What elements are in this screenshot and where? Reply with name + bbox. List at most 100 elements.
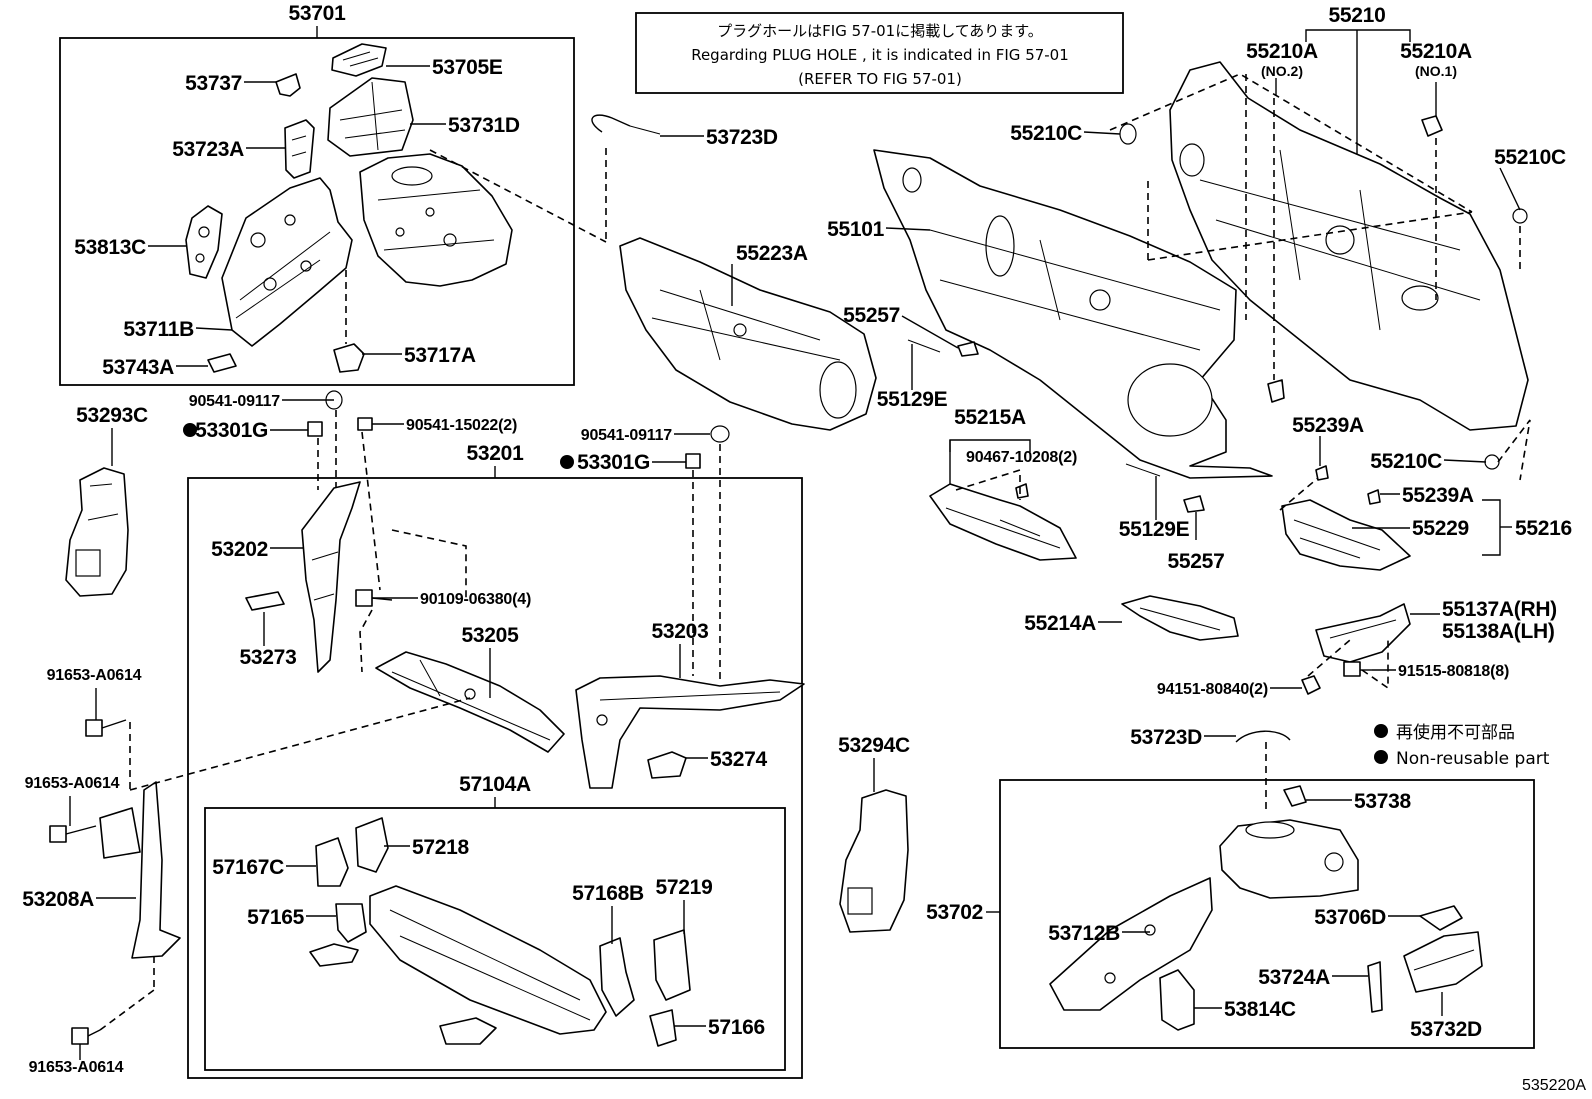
- notice-line-en: Regarding PLUG HOLE , it is indicated in…: [691, 46, 1069, 64]
- label-55210C-a: 55210C: [1010, 122, 1082, 145]
- label-55137A: 55137A(RH): [1442, 598, 1557, 621]
- part-53205-shape: [375, 651, 565, 753]
- part-55216-shape: [1281, 499, 1411, 571]
- part-57166-shape: [649, 1009, 677, 1047]
- part-53712B-shape: [1049, 877, 1213, 1011]
- group-label-53702: 53702: [926, 901, 983, 924]
- label-53705E: 53705E: [432, 56, 503, 79]
- label-90541-09117-a: 90541-09117: [189, 393, 281, 410]
- part-55257-a-shape: [957, 341, 979, 357]
- part-91653-c-bolt: [71, 1027, 101, 1045]
- label-90109: 90109-06380(4): [420, 591, 531, 608]
- part-53711B-shape: [221, 177, 353, 347]
- part-53723A-shape: [284, 119, 315, 179]
- label-91653-b: 91653-A0614: [25, 775, 120, 792]
- part-94151-nut: [1301, 675, 1321, 695]
- label-53723D-top: 53723D: [706, 126, 778, 149]
- label-55239A-a: 55239A: [1292, 414, 1364, 437]
- label-91653-c: 91653-A0614: [29, 1059, 124, 1076]
- label-57165: 57165: [247, 906, 305, 929]
- part-55214A-shape: [1121, 595, 1239, 641]
- part-55210C-a-shape: [1119, 123, 1137, 145]
- label-55257-a: 55257: [843, 304, 900, 327]
- part-53293C-shape: [65, 467, 129, 597]
- part-53738-shape: [1283, 785, 1307, 807]
- label-53814C: 53814C: [1224, 998, 1296, 1021]
- part-53717A-shape: [333, 343, 365, 373]
- label-91653-a: 91653-A0614: [47, 667, 142, 684]
- part-55215A-shape: [929, 483, 1077, 561]
- group-label-53201: 53201: [467, 442, 525, 465]
- label-53706D: 53706D: [1314, 906, 1386, 929]
- part-57218-shape: [355, 817, 389, 873]
- label-55129E-a: 55129E: [877, 388, 948, 411]
- label-53724A: 53724A: [1258, 966, 1330, 989]
- part-53706D-shape: [1419, 905, 1463, 931]
- label-57168B: 57168B: [572, 882, 644, 905]
- notice-line-jp: プラグホールはFIG 57-01に掲載してあります。: [717, 22, 1043, 40]
- part-55129E-b-shape: [1125, 463, 1161, 477]
- label-57166: 57166: [708, 1016, 765, 1039]
- group-bracket-55215A: 55215A: [949, 406, 1031, 490]
- part-55239A-clips: [1315, 465, 1381, 505]
- label-90541-09117-b: 90541-09117: [581, 427, 673, 444]
- label-53301G-b: 53301G: [577, 451, 650, 474]
- part-53813C-shape: [185, 205, 223, 279]
- part-55137A-shape: [1315, 603, 1411, 663]
- part-53274-shape: [647, 751, 687, 779]
- label-53203: 53203: [652, 620, 709, 643]
- label-53743A: 53743A: [102, 356, 174, 379]
- part-53732D-shape: [1403, 931, 1483, 993]
- label-55214A: 55214A: [1024, 612, 1096, 635]
- label-53723D-b: 53723D: [1130, 726, 1202, 749]
- label-57219: 57219: [656, 876, 713, 899]
- label-53293C: 53293C: [76, 404, 148, 427]
- label-53712B: 53712B: [1048, 922, 1120, 945]
- label-53208A: 53208A: [22, 888, 94, 911]
- label-55138A: 55138A(LH): [1442, 620, 1555, 643]
- label-55129E-b: 55129E: [1119, 518, 1190, 541]
- part-53731D-shape: [327, 77, 414, 157]
- part-53202-shape: [301, 481, 361, 673]
- part-53723D-b-shape: [1235, 730, 1291, 743]
- figure-code: 535220A: [1522, 1077, 1586, 1094]
- dashed-lines: [99, 73, 1531, 1031]
- plug-hole-notice: プラグホールはFIG 57-01に掲載してあります。 Regarding PLU…: [635, 12, 1124, 94]
- label-57167C: 57167C: [212, 856, 284, 879]
- part-57167C-shape: [315, 837, 349, 887]
- leader-lines: [69, 65, 1521, 1060]
- group-label-55216: 55216: [1515, 517, 1572, 540]
- label-53274: 53274: [710, 748, 768, 771]
- group-label-55210: 55210: [1329, 4, 1386, 27]
- part-53301G-a-grommet: [307, 421, 323, 437]
- label-55210A-no2: 55210A: [1246, 40, 1318, 63]
- nonreusable-dot-a: [183, 423, 197, 437]
- part-57219-shape: [653, 929, 691, 1001]
- part-53814C-shape: [1159, 969, 1195, 1031]
- label-55257-b: 55257: [1168, 550, 1225, 573]
- label-55223A: 55223A: [736, 242, 808, 265]
- legend: 再使用不可部品 Non-reusable part: [1374, 722, 1550, 769]
- label-90467: 90467-10208(2): [966, 449, 1077, 466]
- label-55101: 55101: [827, 218, 885, 241]
- part-90467-clip: [1015, 483, 1029, 499]
- part-55210-shape: [1169, 61, 1529, 431]
- part-53294C-shape: [839, 789, 909, 933]
- part-53743A-shape: [207, 353, 237, 373]
- group-bracket-55216: 55216: [1482, 499, 1572, 556]
- part-53723D-top-shape: [591, 114, 661, 135]
- label-53202: 53202: [211, 538, 268, 561]
- label-53205: 53205: [462, 624, 520, 647]
- part-55210A-no2-clip: [1267, 379, 1285, 403]
- group-label-53701: 53701: [289, 2, 347, 25]
- part-91653-a-bolt: [85, 719, 127, 737]
- part-57168B-shape: [599, 937, 635, 1017]
- group-bracket-55210: 55210: [1305, 4, 1411, 185]
- bracket-55210: [1305, 29, 1411, 42]
- notice-frame: [635, 12, 1124, 94]
- label-55210C-b: 55210C: [1494, 146, 1566, 169]
- group-label-57104A: 57104A: [459, 773, 531, 796]
- part-91515-bolt: [1343, 661, 1372, 677]
- label-53717A: 53717A: [404, 344, 476, 367]
- label-94151: 94151-80840(2): [1157, 681, 1268, 698]
